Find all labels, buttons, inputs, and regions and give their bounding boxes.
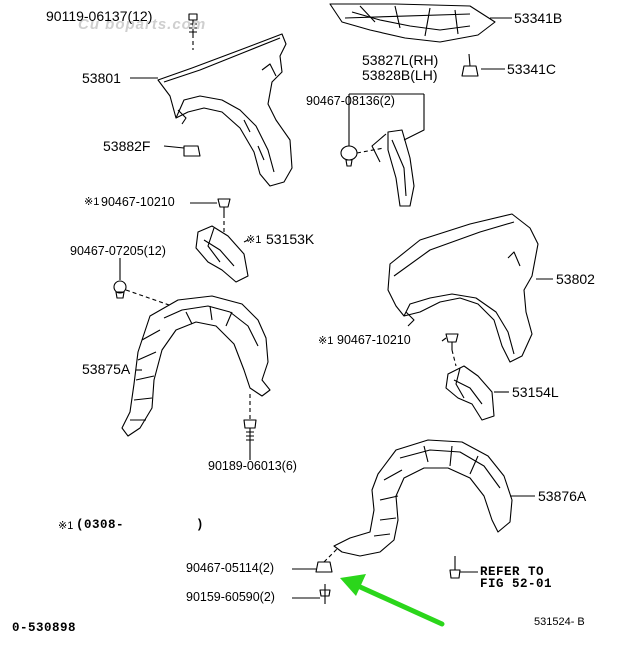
label-90467-10210-b: 90467-10210 bbox=[337, 333, 411, 347]
refer-screw bbox=[449, 556, 461, 579]
clip-90467-10210-b bbox=[445, 333, 459, 350]
label-53802: 53802 bbox=[556, 271, 595, 287]
note-date-range: (0308- ) bbox=[76, 518, 205, 532]
watermark: Cu boparts.com bbox=[78, 16, 207, 33]
bolt-90189 bbox=[243, 419, 257, 442]
label-53341b: 53341B bbox=[514, 10, 563, 26]
fender-53802 bbox=[387, 213, 539, 363]
label-90467-07205: 90467-07205(12) bbox=[70, 244, 166, 258]
label-53341c: 53341C bbox=[507, 61, 557, 77]
bracket-53154l bbox=[445, 365, 495, 421]
label-53154l: 53154L bbox=[512, 384, 559, 400]
label-53876a: 53876A bbox=[538, 488, 587, 504]
screw-90159 bbox=[319, 584, 331, 604]
label-53801: 53801 bbox=[82, 70, 121, 86]
label-53828: 53828B(LH) bbox=[362, 67, 438, 83]
diagram-code-left: 0-530898 bbox=[12, 621, 77, 635]
clip-90467-10210-a bbox=[217, 198, 231, 214]
fender-53801 bbox=[157, 33, 293, 187]
bracket-53827 bbox=[371, 129, 415, 207]
label-90159: 90159-60590(2) bbox=[186, 590, 275, 604]
clip-90467-05114 bbox=[315, 561, 333, 573]
under-cover-53341b bbox=[329, 3, 496, 43]
clip-53341c bbox=[461, 53, 479, 77]
liner-53876a bbox=[333, 439, 513, 557]
label-53875a: 53875A bbox=[82, 361, 131, 377]
bolt-90119 bbox=[188, 13, 198, 34]
label-53827: 53827L(RH) bbox=[362, 52, 439, 68]
refer-line-1: REFER TO bbox=[480, 565, 545, 579]
green-arrow bbox=[340, 574, 445, 627]
marker-1: ※1 bbox=[84, 196, 100, 208]
marker-3: ※1 bbox=[318, 335, 334, 347]
label-90467-10210-a: 90467-10210 bbox=[101, 195, 175, 209]
clip-90467-08136 bbox=[340, 145, 358, 167]
label-53153k: 53153K bbox=[266, 231, 315, 247]
label-53882f: 53882F bbox=[103, 138, 151, 154]
clip-53882f bbox=[183, 145, 201, 157]
liner-53875a bbox=[121, 295, 271, 437]
label-90467-08136: 90467-08136(2) bbox=[306, 94, 395, 108]
diagram-code-right: 531524- B bbox=[534, 616, 585, 628]
refer-line-2: FIG 52-01 bbox=[480, 577, 553, 591]
label-90119: 90119-06137(12) bbox=[46, 8, 153, 24]
label-90189: 90189-06013(6) bbox=[208, 459, 297, 473]
bracket-53153k bbox=[195, 225, 249, 283]
marker-4: ※1 bbox=[58, 520, 74, 532]
label-90467-05114: 90467-05114(2) bbox=[186, 561, 275, 575]
clip-90467-07205 bbox=[113, 280, 127, 299]
marker-2: ※1 bbox=[246, 234, 262, 246]
